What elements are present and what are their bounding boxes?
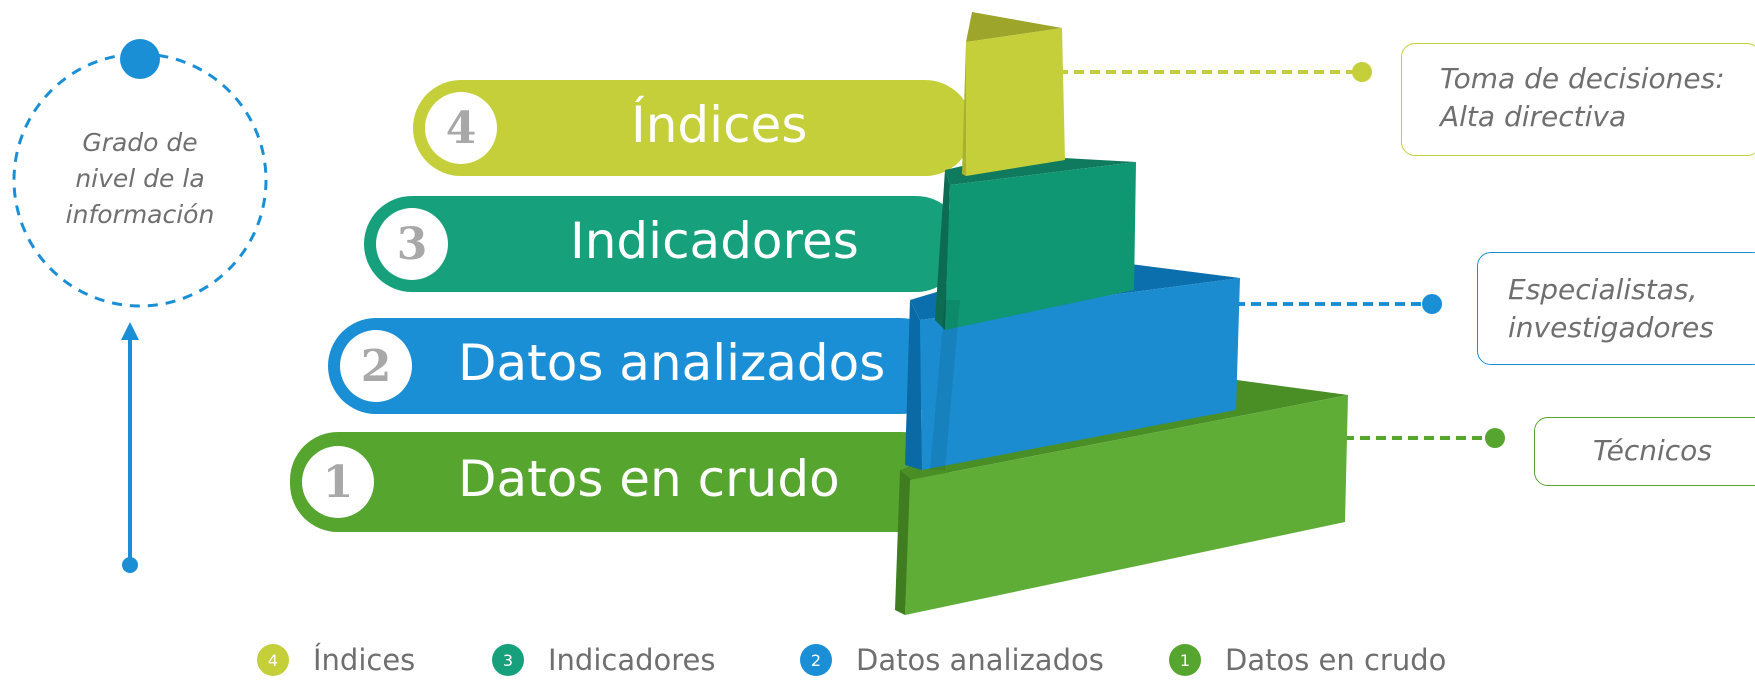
block-2-front [920, 278, 1240, 470]
side-label-line-3: información [65, 200, 215, 229]
level-circle [12, 52, 268, 308]
level-number-3: 3 [376, 208, 448, 280]
arrow-base-dot [122, 557, 138, 573]
block-shadow-1 [930, 300, 960, 470]
block-3-left [935, 170, 950, 330]
connector-middle-dot [1422, 294, 1442, 314]
legend-item-1: 1 Datos en crudo [1169, 640, 1446, 680]
vertical-arrow-head [121, 322, 139, 340]
legend-number-3: 3 [492, 644, 524, 676]
block-1-front [905, 395, 1348, 615]
connector-bottom-dot [1485, 428, 1505, 448]
level-number-1: 1 [302, 446, 374, 518]
level-pill-2: 2 Datos analizados [328, 318, 948, 414]
level-label-3: Indicadores [570, 212, 859, 270]
legend-number-1: 1 [1169, 644, 1201, 676]
legend-label-4: Índices [313, 643, 416, 677]
legend-item-3: 3 Indicadores [492, 640, 716, 680]
block-2-left [905, 300, 922, 470]
level-pill-3: 3 Indicadores [364, 196, 964, 292]
callout-top-line-1: Toma de decisiones: [1440, 62, 1725, 95]
side-label-line-1: Grado de [82, 128, 198, 157]
block-4-top [966, 12, 1062, 42]
callout-top-line-2: Alta directiva [1440, 100, 1627, 133]
block-3-front [945, 162, 1136, 330]
circle-marker-dot [120, 39, 160, 79]
side-label: Grado de nivel de la información [40, 125, 240, 233]
connector-top-dot [1352, 62, 1372, 82]
legend-number-2: 2 [800, 644, 832, 676]
legend-item-4: 4 Índices [257, 640, 415, 680]
callout-bottom: Técnicos [1534, 417, 1755, 486]
level-pill-4: 4 Índices [413, 80, 973, 176]
legend-label-1: Datos en crudo [1225, 643, 1447, 677]
legend-label-2: Datos analizados [856, 643, 1104, 677]
callout-bottom-line-1: Técnicos [1593, 434, 1712, 467]
callout-top: Toma de decisiones: Alta directiva [1401, 43, 1755, 156]
level-label-4: Índices [631, 96, 808, 154]
callout-middle-line-1: Especialistas, [1508, 273, 1698, 306]
callout-middle: Especialistas, investigadores [1477, 252, 1755, 365]
level-number-2: 2 [340, 330, 412, 402]
callout-middle-line-2: investigadores [1508, 311, 1714, 344]
level-number-4: 4 [425, 92, 497, 164]
level-label-1: Datos en crudo [458, 450, 840, 508]
block-1-left [895, 470, 912, 615]
block-4-front [966, 28, 1065, 176]
legend-item-2: 2 Datos analizados [800, 640, 1104, 680]
legend-number-4: 4 [257, 644, 289, 676]
legend-label-3: Indicadores [548, 643, 716, 677]
level-label-2: Datos analizados [458, 334, 886, 392]
side-label-line-2: nivel de la [75, 164, 205, 193]
level-pill-1: 1 Datos en crudo [290, 432, 950, 532]
